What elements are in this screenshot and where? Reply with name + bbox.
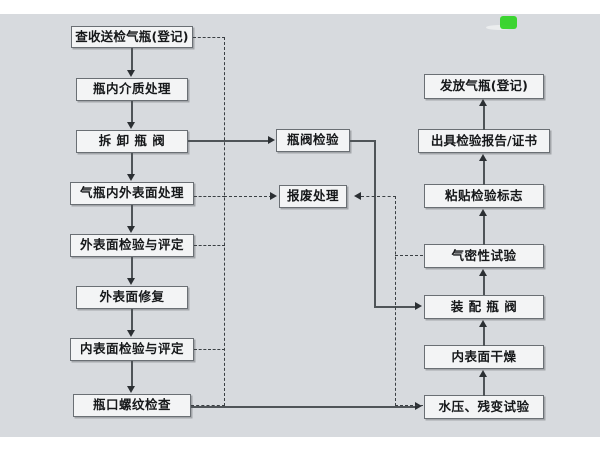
node-ext-inspect-label: 外表面检验与评定 xyxy=(79,237,184,253)
arrowhead-valve-inspect xyxy=(268,136,275,144)
node-thread-check[interactable]: 瓶口螺纹检查 xyxy=(73,394,191,417)
arrowhead-airtight-test xyxy=(479,269,487,276)
arrowhead-assemble-valve xyxy=(479,320,487,327)
dashed-surface-to-bus xyxy=(194,196,225,197)
edge-ext-inspect-repair xyxy=(131,257,133,279)
dashed-thread-to-bus xyxy=(191,405,225,406)
node-medium-label: 瓶内介质处理 xyxy=(92,81,171,97)
edge-thread-hydro xyxy=(191,406,417,408)
edge-surface-ext-inspect xyxy=(131,205,133,227)
edge-receive-medium xyxy=(131,48,133,71)
node-valve-inspect-label: 瓶阀检验 xyxy=(286,132,339,148)
arrowhead-int-inspect xyxy=(127,330,135,337)
edge-innerdry-assemble xyxy=(483,326,485,346)
bottom-white-margin xyxy=(0,437,600,449)
node-valve-inspect[interactable]: 瓶阀检验 xyxy=(276,129,350,152)
arrowhead-assemble-valve-from-valve xyxy=(415,302,422,310)
node-hydro-test-label: 水压、残变试验 xyxy=(438,398,530,414)
edge-medium-remove-valve xyxy=(131,101,133,123)
dashed-intinspect-to-bus xyxy=(194,349,225,350)
node-airtight-test[interactable]: 气密性试验 xyxy=(424,244,544,268)
node-scrap-label: 报废处理 xyxy=(286,188,339,204)
top-white-margin xyxy=(0,0,600,14)
arrowhead-inner-dry xyxy=(479,370,487,377)
node-medium[interactable]: 瓶内介质处理 xyxy=(76,78,188,101)
arrowhead-label-mark xyxy=(479,209,487,216)
edge-int-inspect-thread xyxy=(131,361,133,387)
node-report-label: 出具检验报告/证书 xyxy=(430,132,538,148)
arrowhead-surface-treat xyxy=(127,174,135,181)
arrowhead-report xyxy=(479,154,487,161)
node-ext-repair[interactable]: 外表面修复 xyxy=(76,286,188,309)
dashed-bus-to-scrap xyxy=(224,196,272,197)
arrowhead-remove-valve xyxy=(127,122,135,129)
arrowhead-hydro-test xyxy=(415,402,422,410)
arrowhead-thread-check xyxy=(127,386,135,393)
node-assemble-valve-label: 装 配 瓶 阀 xyxy=(450,298,518,314)
node-report[interactable]: 出具检验报告/证书 xyxy=(418,129,550,153)
arrowhead-ext-repair xyxy=(127,278,135,285)
edge-removevalve-valveinspect xyxy=(188,140,269,142)
watermark-smudge xyxy=(486,25,512,30)
node-int-inspect-label: 内表面检验与评定 xyxy=(79,341,184,357)
arrowhead-scrap-left xyxy=(270,192,277,200)
node-inner-dry[interactable]: 内表面干燥 xyxy=(424,345,544,369)
node-ext-repair-label: 外表面修复 xyxy=(99,289,165,305)
edge-remove-valve-surface xyxy=(131,153,133,175)
edge-valveinspect-right xyxy=(350,140,375,142)
edge-airtight-labelmark xyxy=(483,215,485,245)
node-receive[interactable]: 查收送检气瓶(登记) xyxy=(71,26,193,48)
arrowhead-scrap-right xyxy=(354,192,361,200)
dashed-left-reject-bus xyxy=(224,37,225,406)
arrowhead-issue-bottle xyxy=(479,99,487,106)
node-ext-inspect[interactable]: 外表面检验与评定 xyxy=(70,234,194,257)
dashed-right-reject-bus xyxy=(395,196,396,406)
node-hydro-test[interactable]: 水压、残变试验 xyxy=(424,395,544,419)
arrowhead-medium xyxy=(127,70,135,77)
node-remove-valve-label: 拆 卸 瓶 阀 xyxy=(98,133,166,149)
node-thread-check-label: 瓶口螺纹检查 xyxy=(92,397,171,413)
node-issue-bottle-label: 发放气瓶(登记) xyxy=(439,78,529,94)
edge-valveinspect-down xyxy=(374,140,376,307)
node-surface-treat-label: 气瓶内外表面处理 xyxy=(79,185,184,201)
edge-assemble-airtight xyxy=(483,275,485,295)
node-assemble-valve[interactable]: 装 配 瓶 阀 xyxy=(424,295,544,319)
dashed-receive-to-bus xyxy=(193,37,225,38)
edge-report-issue xyxy=(483,105,485,130)
dashed-rightbus-to-scrap xyxy=(361,196,396,197)
dashed-airtight-to-rightbus xyxy=(395,255,423,256)
node-inner-dry-label: 内表面干燥 xyxy=(451,348,517,364)
edge-hydro-innerdry xyxy=(483,376,485,396)
edge-labelmark-report xyxy=(483,160,485,185)
node-int-inspect[interactable]: 内表面检验与评定 xyxy=(70,338,194,361)
arrowhead-ext-inspect xyxy=(127,226,135,233)
node-scrap[interactable]: 报废处理 xyxy=(279,185,347,208)
node-label-mark-label: 粘贴检验标志 xyxy=(444,187,523,203)
node-issue-bottle[interactable]: 发放气瓶(登记) xyxy=(424,74,544,99)
node-surface-treat[interactable]: 气瓶内外表面处理 xyxy=(70,182,194,205)
node-receive-label: 查收送检气瓶(登记) xyxy=(75,28,189,44)
watermark-green-icon xyxy=(500,16,517,29)
dashed-hydro-to-rightbus xyxy=(395,405,423,406)
node-airtight-test-label: 气密性试验 xyxy=(451,247,517,263)
flowchart-canvas: 查收送检气瓶(登记) 瓶内介质处理 拆 卸 瓶 阀 气瓶内外表面处理 外表面检验… xyxy=(0,14,600,437)
dashed-extinspect-to-bus xyxy=(194,245,225,246)
node-remove-valve[interactable]: 拆 卸 瓶 阀 xyxy=(76,130,188,153)
node-label-mark[interactable]: 粘贴检验标志 xyxy=(424,184,544,208)
edge-repair-int-inspect xyxy=(131,309,133,331)
